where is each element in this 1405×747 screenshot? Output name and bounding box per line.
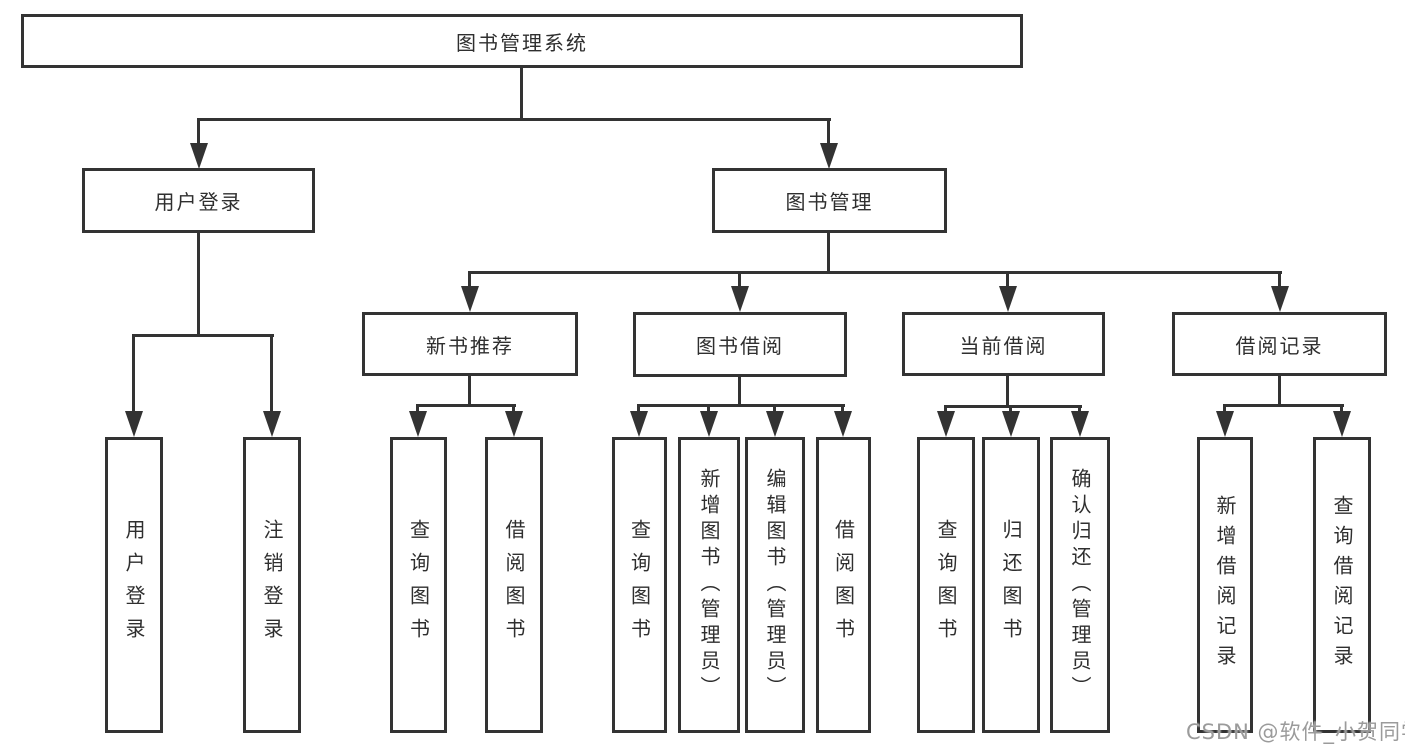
connector-line [197, 118, 831, 121]
connector-line [738, 271, 741, 289]
connector-line [841, 404, 844, 414]
connector-line [827, 118, 830, 146]
leaf-edit-books-admin: 编辑图书（管理员） [745, 437, 805, 733]
connector-line [944, 405, 947, 414]
arrow-down-icon [409, 411, 427, 437]
connector-line [1223, 404, 1226, 414]
arrow-down-icon [263, 411, 281, 437]
leaf-query-books: 查询图书 [390, 437, 447, 733]
connector-line [468, 271, 1282, 274]
node-book-management: 图书管理 [712, 168, 947, 233]
node-user-login: 用户登录 [82, 168, 315, 233]
leaf-query-books-3: 查询图书 [917, 437, 975, 733]
connector-line [1223, 404, 1344, 407]
leaf-query-books-2: 查询图书 [612, 437, 667, 733]
arrow-down-icon [1333, 411, 1351, 437]
connector-line [270, 334, 273, 413]
connector-line [1078, 405, 1081, 414]
leaf-add-books-admin: 新增图书（管理员） [678, 437, 740, 733]
connector-line [827, 233, 830, 271]
node-label: 图书借阅 [696, 334, 784, 358]
leaf-label: 注销登录 [260, 519, 284, 651]
arrow-down-icon [1216, 411, 1234, 437]
arrow-down-icon [1271, 286, 1289, 312]
connector-line [197, 233, 200, 334]
arrow-down-icon [999, 286, 1017, 312]
arrow-down-icon [1071, 411, 1089, 437]
connector-line [132, 334, 135, 413]
connector-line [707, 404, 710, 414]
connector-line [417, 404, 516, 407]
leaf-label: 用户登录 [122, 519, 146, 651]
leaf-query-borrow-record: 查询借阅记录 [1313, 437, 1371, 733]
leaf-logout-login: 注销登录 [243, 437, 301, 733]
leaf-label: 查询图书 [406, 519, 431, 651]
arrow-down-icon [125, 411, 143, 437]
leaf-label: 查询图书 [627, 519, 652, 651]
node-library-management-system: 图书管理系统 [21, 14, 1023, 68]
connector-line [520, 68, 523, 119]
node-label: 用户登录 [154, 190, 243, 214]
node-label: 新书推荐 [426, 333, 514, 358]
leaf-label: 新增图书（管理员） [697, 468, 721, 702]
connector-line [1006, 376, 1009, 405]
leaf-confirm-return-admin: 确认归还（管理员） [1050, 437, 1110, 733]
node-label: 图书管理系统 [456, 30, 588, 55]
arrow-down-icon [630, 411, 648, 437]
leaf-borrow-books: 借阅图书 [485, 437, 543, 733]
node-borrowing-records: 借阅记录 [1172, 312, 1387, 376]
arrow-down-icon [190, 143, 208, 169]
node-label: 借阅记录 [1235, 333, 1324, 358]
leaf-label: 借阅图书 [502, 519, 526, 651]
arrow-down-icon [766, 411, 784, 437]
node-current-borrowing: 当前借阅 [902, 312, 1105, 376]
leaf-borrow-books-2: 借阅图书 [816, 437, 871, 733]
leaf-label: 查询图书 [934, 519, 958, 651]
connector-line [416, 404, 419, 414]
connector-line [1006, 271, 1009, 289]
leaf-user-login: 用户登录 [105, 437, 163, 733]
connector-line [132, 334, 274, 337]
leaf-label: 新增借阅记录 [1213, 495, 1237, 675]
leaf-label: 归还图书 [999, 519, 1023, 651]
arrow-down-icon [1002, 411, 1020, 437]
arrow-down-icon [834, 411, 852, 437]
connector-line [1009, 405, 1012, 414]
node-new-book-recommendation: 新书推荐 [362, 312, 578, 376]
arrow-down-icon [461, 286, 479, 312]
arrow-down-icon [700, 411, 718, 437]
leaf-label: 确认归还（管理员） [1068, 468, 1092, 702]
node-label: 图书管理 [785, 190, 874, 214]
connector-line [637, 404, 845, 407]
leaf-label: 编辑图书（管理员） [763, 468, 787, 702]
leaf-add-borrow-record: 新增借阅记录 [1197, 437, 1253, 733]
connector-line [738, 377, 741, 404]
arrow-down-icon [937, 411, 955, 437]
leaf-return-books: 归还图书 [982, 437, 1040, 733]
arrow-down-icon [505, 411, 523, 437]
connector-line [468, 271, 471, 289]
connector-line [637, 404, 640, 414]
connector-line [197, 118, 200, 146]
connector-line [773, 404, 776, 414]
leaf-label: 查询借阅记录 [1330, 495, 1354, 675]
arrow-down-icon [820, 143, 838, 169]
connector-line [512, 404, 515, 414]
connector-line [1278, 376, 1281, 404]
csdn-watermark: CSDN @软件_小贺同学 [1186, 720, 1405, 744]
connector-line [944, 405, 1082, 408]
leaf-label: 借阅图书 [831, 519, 856, 651]
connector-line [1278, 271, 1281, 289]
node-label: 当前借阅 [959, 333, 1048, 358]
connector-line [468, 376, 471, 404]
connector-line [1340, 404, 1343, 414]
node-book-borrowing: 图书借阅 [633, 312, 847, 377]
arrow-down-icon [731, 286, 749, 312]
